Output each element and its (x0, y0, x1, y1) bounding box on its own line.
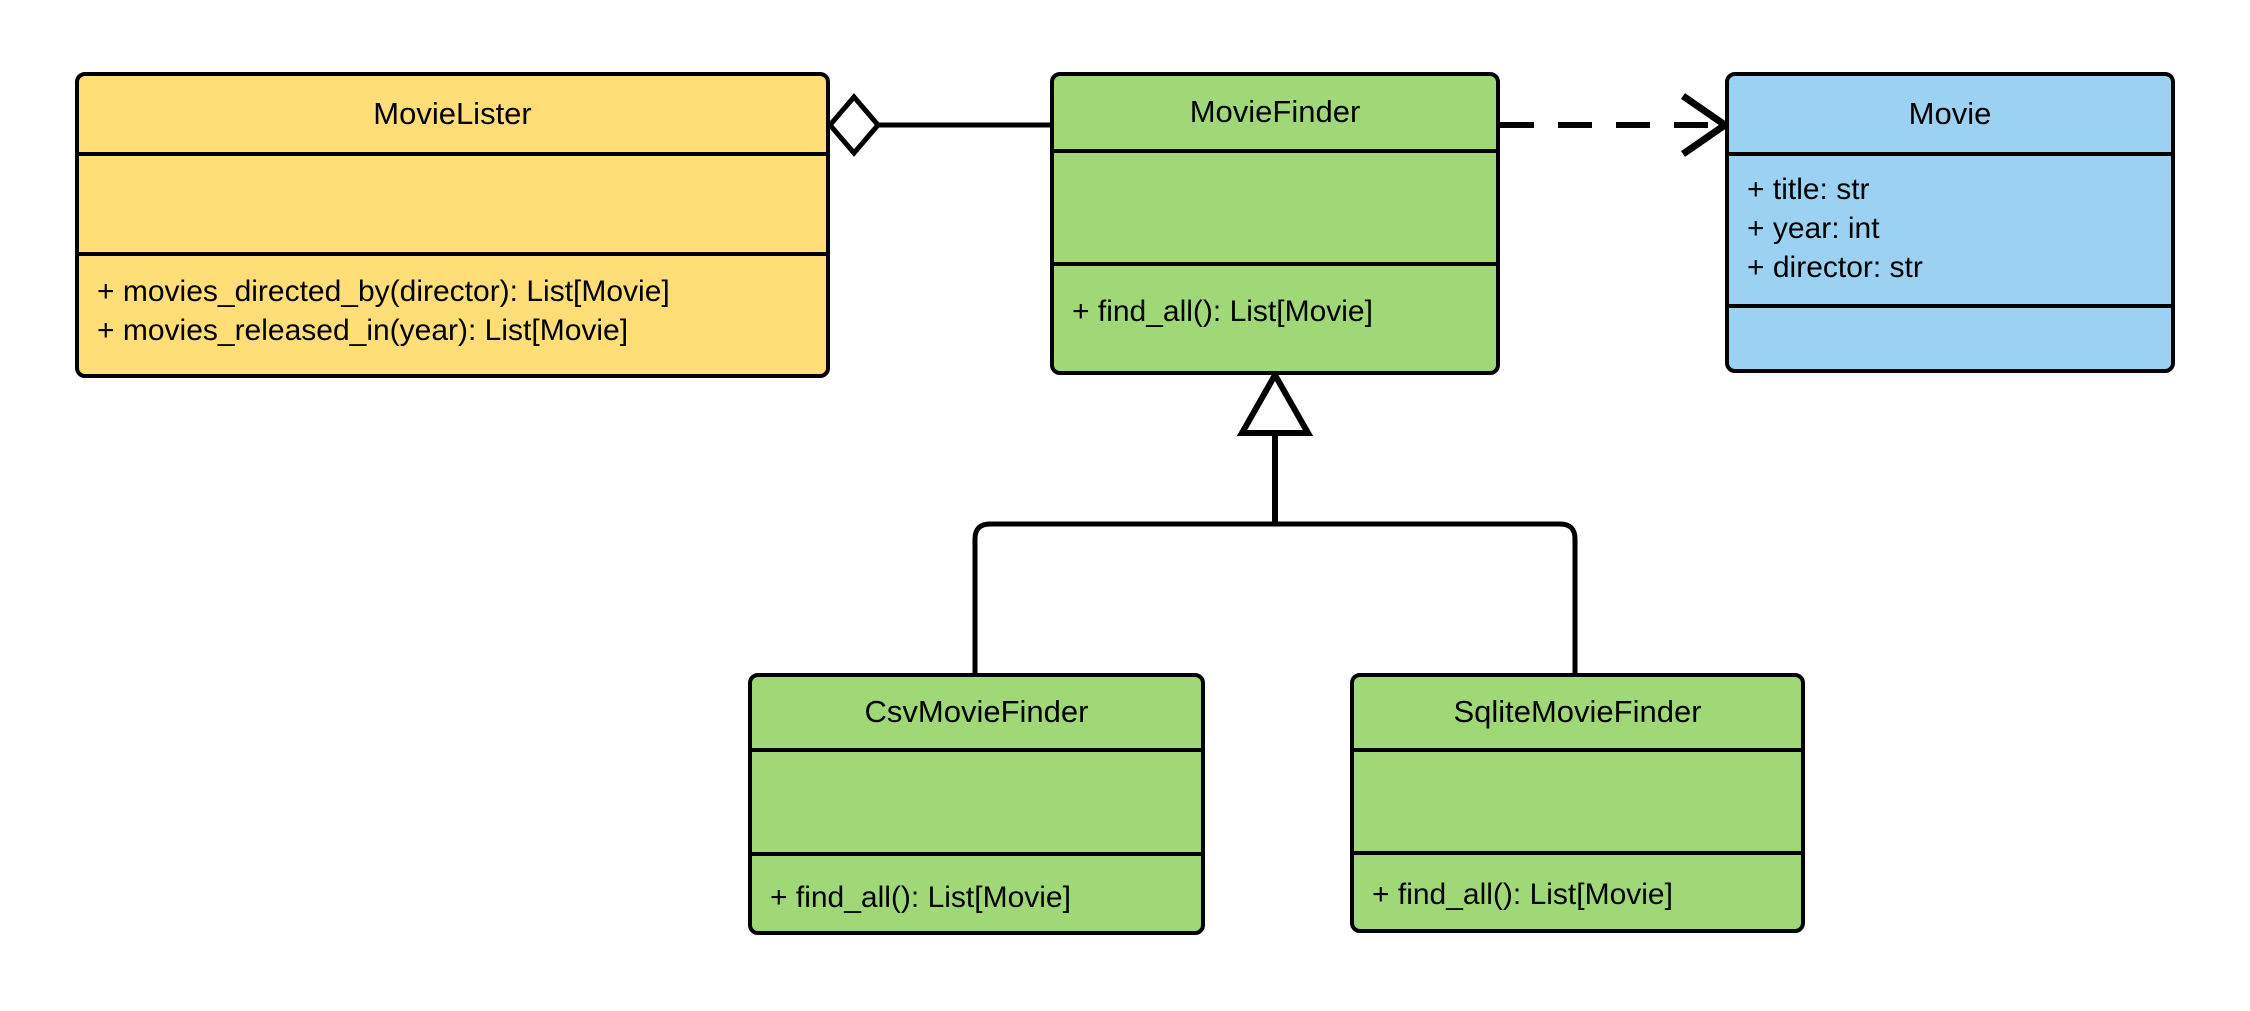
hollow-diamond-icon (826, 93, 882, 157)
class-attributes-compartment (752, 748, 1201, 852)
class-name-compartment: Movie (1729, 76, 2171, 152)
class-name-compartment: SqliteMovieFinder (1354, 677, 1801, 748)
class-name-label: SqliteMovieFinder (1453, 694, 1702, 730)
class-methods-compartment: + find_all(): List[Movie] (1354, 851, 1801, 929)
class-attributes-compartment: + title: str + year: int + director: str (1729, 152, 2171, 304)
class-name-label: MovieFinder (1189, 94, 1361, 130)
class-attributes-compartment (1354, 748, 1801, 851)
class-name-compartment: MovieLister (79, 76, 826, 152)
class-name-label: CsvMovieFinder (864, 694, 1089, 730)
hollow-triangle-icon (1236, 368, 1314, 436)
class-name-compartment: MovieFinder (1054, 76, 1496, 149)
method-item: + movies_released_in(year): List[Movie] (97, 314, 629, 347)
class-methods-compartment: + find_all(): List[Movie] (752, 852, 1201, 931)
method-item: + find_all(): List[Movie] (1372, 878, 1673, 911)
class-name-compartment: CsvMovieFinder (752, 677, 1201, 748)
dependency-connector-finder-to-movie[interactable] (1500, 93, 1732, 157)
generalization-connector-subfinders-to-finder[interactable] (972, 368, 1578, 673)
class-name-label: Movie (1908, 95, 1992, 131)
class-attributes-compartment (79, 152, 826, 252)
class-box-movie[interactable]: Movie + title: str + year: int + directo… (1725, 72, 2175, 373)
class-box-sqlite-movie-finder[interactable]: SqliteMovieFinder + find_all(): List[Mov… (1350, 673, 1805, 933)
class-methods-compartment: + movies_directed_by(director): List[Mov… (79, 252, 826, 374)
class-methods-compartment (1729, 304, 2171, 369)
method-item: + find_all(): List[Movie] (1072, 295, 1373, 328)
attribute-item: + title: str (1747, 173, 1870, 206)
class-methods-compartment: + find_all(): List[Movie] (1054, 262, 1496, 371)
attribute-item: + year: int (1747, 212, 1880, 245)
method-item: + movies_directed_by(director): List[Mov… (97, 275, 670, 308)
method-item: + find_all(): List[Movie] (770, 881, 1071, 914)
class-name-label: MovieLister (373, 95, 532, 131)
class-box-movie-lister[interactable]: MovieLister + movies_directed_by(directo… (75, 72, 830, 378)
aggregation-connector-lister-to-finder[interactable] (826, 93, 1050, 157)
generalization-bus-line (972, 521, 1578, 673)
class-box-movie-finder[interactable]: MovieFinder + find_all(): List[Movie] (1050, 72, 1500, 375)
class-box-csv-movie-finder[interactable]: CsvMovieFinder + find_all(): List[Movie] (748, 673, 1205, 935)
attribute-item: + director: str (1747, 251, 1923, 284)
class-attributes-compartment (1054, 149, 1496, 262)
